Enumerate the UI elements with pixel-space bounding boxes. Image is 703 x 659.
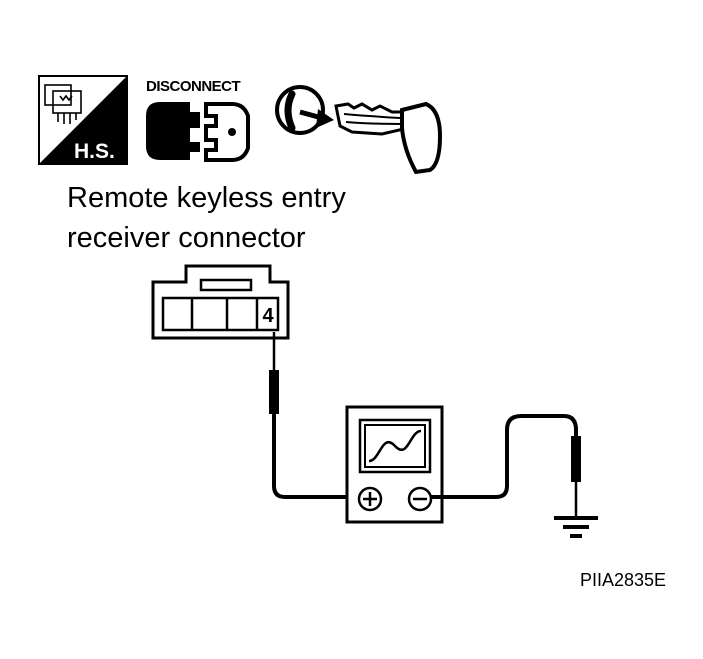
figure-code: PIIA2835E xyxy=(580,570,666,590)
connector-title-line2: receiver connector xyxy=(67,222,306,254)
disconnect-label: DISCONNECT xyxy=(146,78,241,95)
ground-symbol-icon xyxy=(554,516,598,538)
ignition-key-icon xyxy=(275,85,443,175)
terminal-4-label: 4 xyxy=(262,305,274,327)
disconnect-connector-icon: DISCONNECT xyxy=(146,78,250,162)
harness-sensor-icon: H.S. xyxy=(38,75,128,165)
positive-probe-lead xyxy=(269,332,358,499)
receiver-connector: 4 xyxy=(151,264,290,340)
negative-probe-lead xyxy=(431,414,581,518)
connector-title-line1: Remote keyless entry xyxy=(67,182,346,214)
hs-label: H.S. xyxy=(74,140,115,163)
oscilloscope-icon xyxy=(345,405,444,524)
